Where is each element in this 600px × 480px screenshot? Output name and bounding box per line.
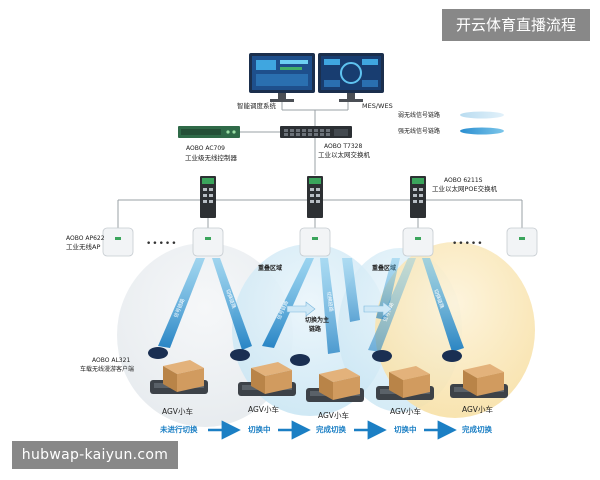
legend: 弱无线信号链路 强无线信号链路	[398, 111, 504, 135]
legend-strong-swatch	[460, 127, 504, 135]
switch-main-label-1b: 链路	[309, 325, 322, 333]
beam-7	[342, 258, 360, 322]
ellipsis-left: •••••	[146, 239, 178, 249]
ap622-model-label: AOBO AP622	[66, 235, 105, 242]
poe-switch-right	[410, 176, 426, 218]
ap622-desc-label: 工业无线AP	[66, 242, 100, 251]
ac709-desc-label: 工业级无线控制器	[185, 153, 238, 162]
legend-strong-label: 强无线信号链路	[398, 127, 440, 135]
ap-4	[402, 227, 434, 257]
beam-5	[368, 258, 416, 352]
overlap-label-left: 重叠区域	[258, 264, 282, 272]
legend-weak-swatch	[460, 111, 504, 119]
process-step-1: 未进行切换	[160, 424, 198, 434]
ap-row	[102, 227, 538, 257]
agv-label-2: AGV小车	[248, 404, 279, 414]
ap-3	[299, 227, 331, 257]
handover-arrow-1	[286, 301, 316, 317]
handover-arrow-2	[363, 301, 393, 317]
dispatch-monitor	[249, 53, 315, 102]
process-step-3: 完成切换	[316, 424, 346, 434]
ellipsis-right: •••••	[452, 239, 484, 249]
switch-main-label-1a: 切换为主	[305, 316, 329, 324]
agv-label-3: AGV小车	[318, 410, 349, 420]
process-step-4: 切换中	[394, 424, 417, 434]
watermark-top: 开云体育直播流程	[442, 9, 590, 41]
beam-6	[422, 258, 464, 352]
process-step-2: 切换中	[248, 424, 271, 434]
legend-weak-label: 弱无线信号链路	[398, 111, 440, 119]
beam-label-4: 切换链路	[325, 291, 335, 312]
t7328-model-label: AOBO T7328	[324, 143, 362, 150]
s6211-model-label: AOBO 6211S	[444, 177, 483, 184]
agv-label-5: AGV小车	[462, 404, 493, 414]
ac709-model-label: AOBO AC709	[186, 145, 225, 152]
agv-4	[372, 350, 434, 400]
beam-8	[376, 258, 400, 320]
overlap-label-right: 重叠区域	[372, 264, 396, 272]
mes-wes-label: MES/WES	[362, 102, 393, 110]
beam-3	[262, 258, 314, 348]
ap-5	[506, 227, 538, 257]
beam-2	[212, 258, 252, 350]
beam-1	[158, 258, 205, 348]
al321-desc-label: 车载无线漫游客户端	[80, 365, 134, 373]
agv-label-4: AGV小车	[390, 406, 421, 416]
poe-switch-left	[200, 176, 216, 218]
beam-4	[320, 258, 340, 354]
poe-switch-middle	[307, 176, 323, 218]
signal-beams	[158, 258, 464, 354]
ap-2	[192, 227, 224, 257]
ac709-controller	[178, 126, 240, 138]
ap-1	[102, 227, 134, 257]
t7328-switch	[280, 126, 352, 138]
al321-model-label: AOBO AL321	[92, 357, 130, 364]
agv-3	[290, 354, 364, 402]
process-step-5: 完成切换	[462, 424, 492, 434]
agv-2	[230, 349, 296, 396]
agv-label-1: AGV小车	[162, 406, 193, 416]
t7328-desc-label: 工业以太网交换机	[318, 150, 371, 159]
agv-1	[148, 347, 208, 394]
watermark-bottom: hubwap-kaiyun.com	[12, 441, 178, 469]
s6211-desc-label: 工业以太网POE交换机	[432, 184, 498, 193]
dispatch-system-label: 智能调度系统	[237, 101, 277, 110]
mes-monitor	[318, 53, 384, 102]
process-row: 未进行切换 切换中 完成切换 切换中 完成切换	[160, 420, 492, 440]
agv-5	[442, 350, 508, 398]
